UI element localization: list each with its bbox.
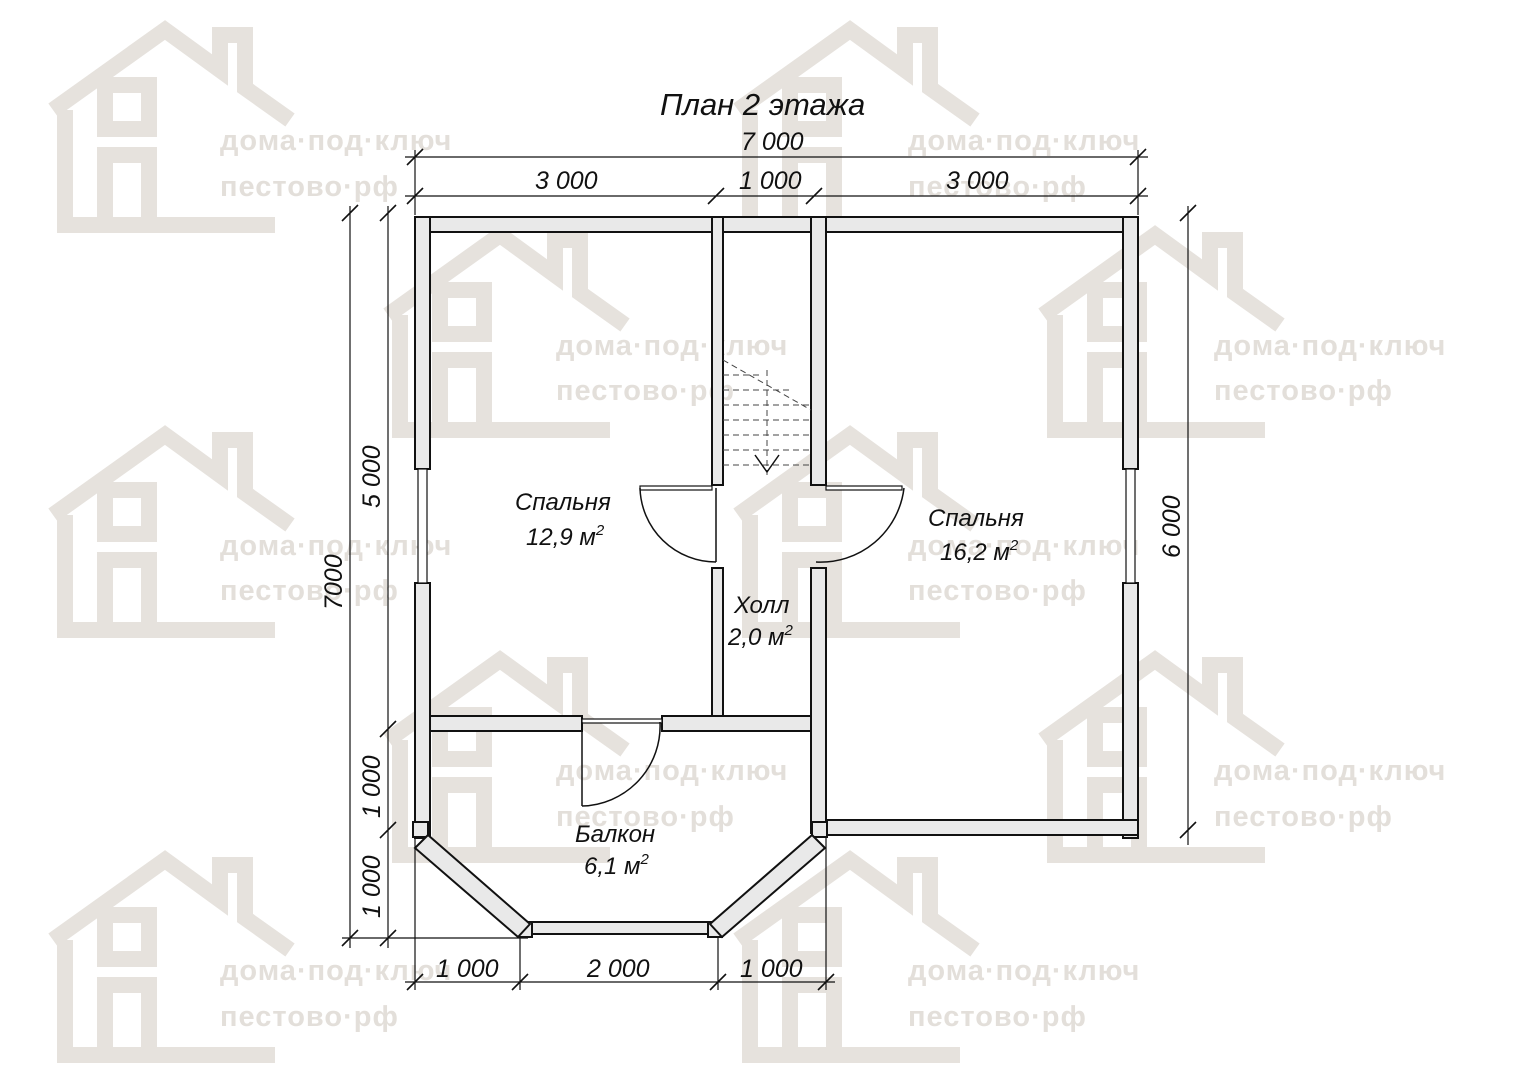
dim-bottom-left: 1 000	[436, 955, 499, 983]
watermark-text: пестово·рф	[908, 1001, 1087, 1033]
dim-left-a: 5 000	[358, 445, 386, 508]
watermark-text: пестово·рф	[1214, 375, 1393, 407]
room-bedroom-left-name: Спальня	[515, 489, 611, 516]
room-bedroom-right-area: 16,2 м2	[940, 537, 1019, 566]
plan-title: План 2 этажа	[660, 87, 865, 122]
room-labels: Спальня 12,9 м2 Спальня 16,2 м2 Холл 2,0…	[515, 489, 1024, 880]
dim-top-left: 3 000	[535, 167, 598, 195]
dim-bottom-right: 1 000	[740, 955, 803, 983]
room-hall-name: Холл	[733, 592, 790, 619]
watermark-layer: дома·под·ключ пестово·рф дома·под·ключ п…	[53, 30, 1446, 1055]
watermark-text: пестово·рф	[220, 1001, 399, 1033]
watermark-text: дома·под·ключ	[908, 955, 1140, 987]
room-bedroom-left-area: 12,9 м2	[526, 522, 605, 551]
watermark-text: дома·под·ключ	[556, 330, 788, 362]
dim-left-c: 1 000	[358, 855, 386, 918]
room-bedroom-right-name: Спальня	[928, 505, 1024, 532]
windows	[417, 468, 1136, 584]
room-balcony-name: Балкон	[575, 821, 655, 848]
watermark-text: пестово·рф	[908, 171, 1087, 203]
room-balcony-area: 6,1 м2	[584, 851, 649, 880]
dimension-lines: 7 000 3 000 1 000 3 000 7000 5 000 1 000…	[320, 128, 1197, 991]
watermark-text: пестово·рф	[556, 375, 735, 407]
watermark-text: дома·под·ключ	[556, 755, 788, 787]
watermark-text: дома·под·ключ	[1214, 755, 1446, 787]
watermark-text: пестово·рф	[1214, 801, 1393, 833]
watermark-text: дома·под·ключ	[908, 125, 1140, 157]
watermark-text: пестово·рф	[220, 171, 399, 203]
dim-right-total: 6 000	[1158, 495, 1186, 558]
watermark-text: дома·под·ключ	[220, 530, 452, 562]
watermark-text: пестово·рф	[908, 575, 1087, 607]
walls	[412, 216, 1139, 939]
watermark-text: пестово·рф	[220, 575, 399, 607]
watermark-text: дома·под·ключ	[908, 530, 1140, 562]
dim-top-right: 3 000	[946, 167, 1009, 195]
watermark-text: дома·под·ключ	[1214, 330, 1446, 362]
watermark-text: дома·под·ключ	[220, 125, 452, 157]
dim-bottom-mid: 2 000	[586, 955, 650, 983]
dim-left-total: 7000	[320, 554, 348, 610]
doors	[581, 485, 905, 807]
staircase	[722, 359, 812, 475]
dim-left-b: 1 000	[358, 755, 386, 818]
dim-top-total: 7 000	[741, 128, 804, 156]
room-hall-area: 2,0 м2	[727, 622, 793, 651]
dim-top-mid: 1 000	[739, 167, 802, 195]
